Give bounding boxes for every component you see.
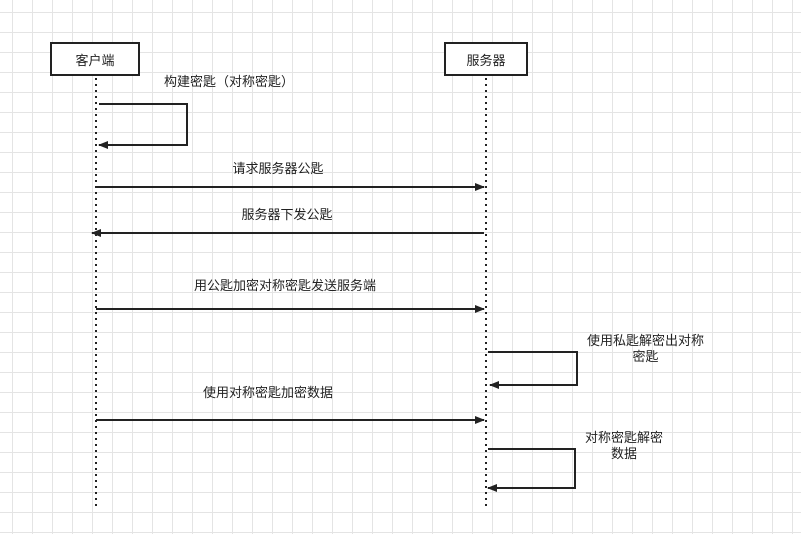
message-request-public-key-label: 请求服务器公匙: [232, 162, 324, 177]
self-arrow-build-key: [98, 103, 188, 149]
self-arrow-decrypt-key: [488, 351, 578, 389]
message-encrypt-data-label: 使用对称密匙加密数据: [202, 386, 334, 401]
message-decrypt-data-line1: 对称密匙解密: [585, 431, 664, 446]
participant-server: 服务器: [444, 42, 528, 76]
participant-server-label: 服务器: [466, 53, 506, 69]
message-decrypt-key-line1: 使用私匙解密出对称: [587, 334, 705, 349]
message-send-encrypted-key-label: 用公匙加密对称密匙发送服务端: [193, 279, 377, 294]
participant-client-label: 客户端: [75, 53, 115, 69]
message-send-public-key-label: 服务器下发公匙: [241, 208, 333, 223]
message-decrypt-key-label: 使用私匙解密出对称 密匙: [587, 334, 704, 366]
self-arrow-decrypt-data: [487, 448, 576, 492]
message-decrypt-key-line2: 密匙: [632, 350, 659, 365]
participant-client: 客户端: [50, 42, 140, 76]
message-decrypt-data-line2: 数据: [611, 447, 638, 462]
message-decrypt-data-label: 对称密匙解密 数据: [585, 431, 663, 463]
message-build-key-label: 构建密匙（对称密匙）: [164, 75, 295, 90]
